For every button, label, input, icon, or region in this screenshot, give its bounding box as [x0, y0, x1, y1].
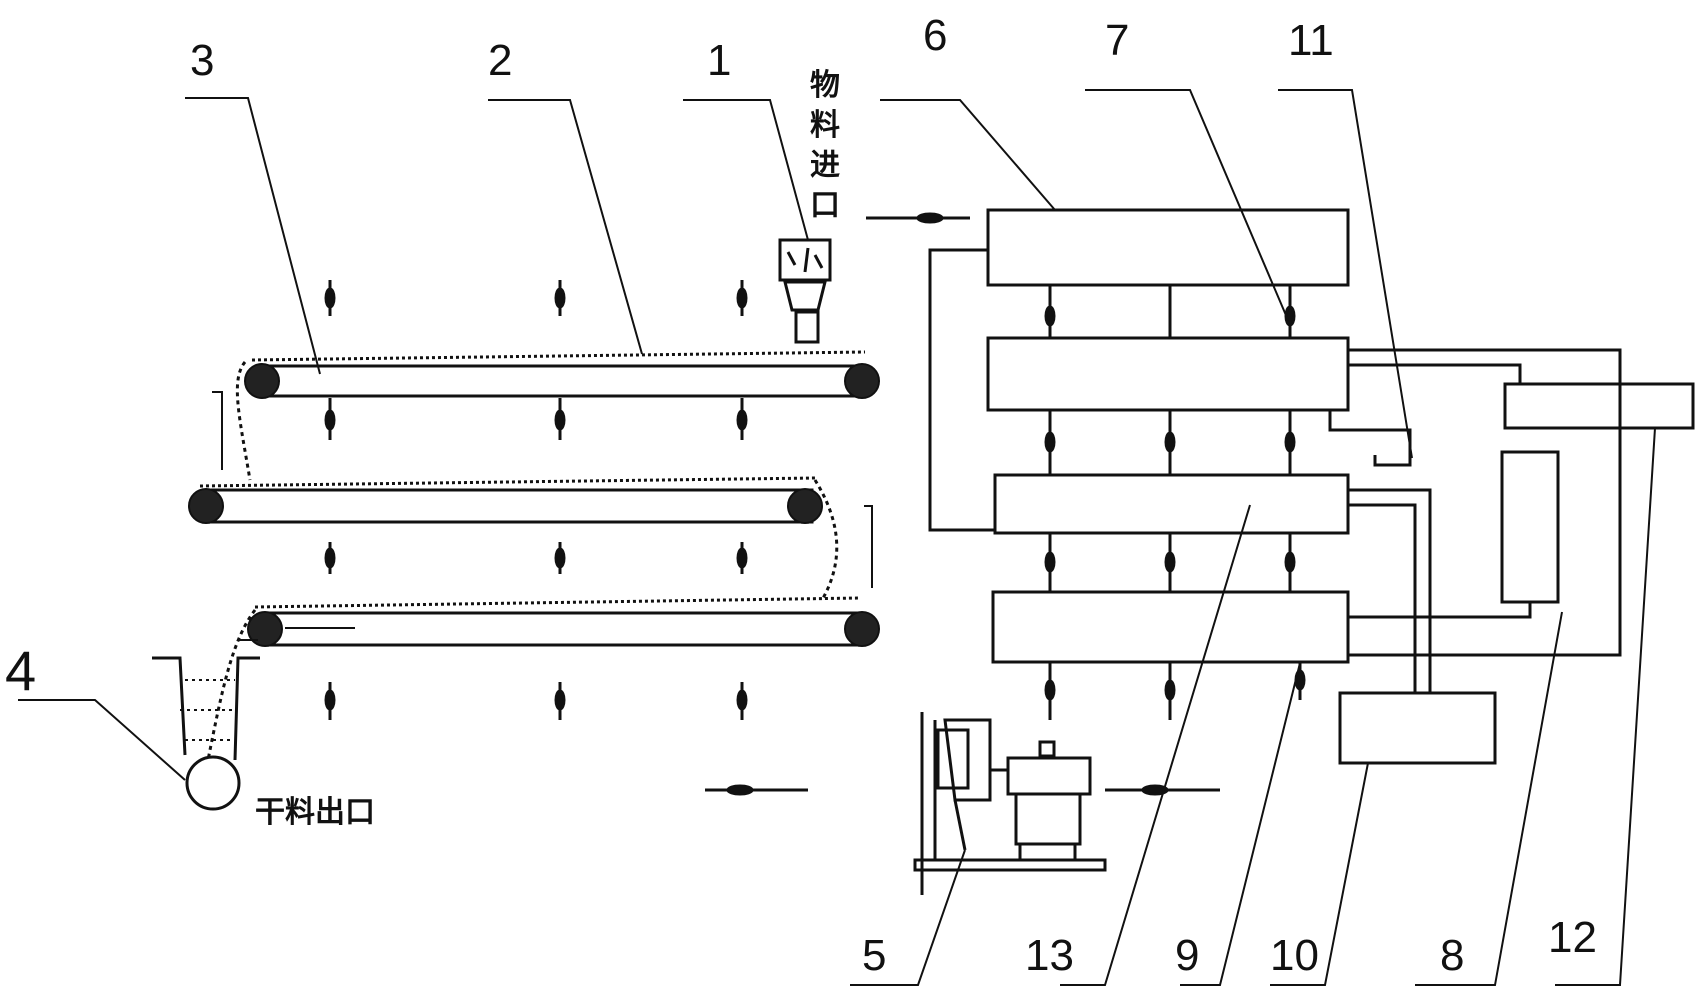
conveyor-belt-middle	[188, 488, 823, 524]
leader-7	[1085, 89, 1289, 321]
label-1: 1	[707, 36, 731, 85]
label-13: 13	[1025, 931, 1074, 980]
unit-9	[991, 590, 1350, 664]
airflow-arrow-col-1	[324, 280, 336, 720]
leader-9	[1180, 662, 1301, 986]
material-inlet-label: 物 料 进 口	[810, 68, 840, 223]
label-11: 11	[1288, 16, 1334, 65]
airflow-arrows-left	[324, 280, 748, 720]
unit-12	[1503, 382, 1695, 430]
label-4: 4	[5, 639, 36, 702]
label-9: 9	[1175, 931, 1199, 980]
label-3: 3	[190, 36, 214, 85]
dry-material-outlet-label: 干料出口	[255, 795, 375, 830]
leader-6	[880, 99, 1056, 211]
label-2: 2	[488, 36, 512, 85]
inlet-char-1: 物	[810, 68, 840, 103]
leader-3	[185, 97, 321, 375]
conveyor-belt-top	[244, 363, 880, 399]
label-8: 8	[1440, 931, 1464, 980]
belt-guard	[212, 391, 873, 641]
airflow-arrows-right	[1044, 285, 1306, 720]
airflow-arrow-col-3	[736, 280, 748, 720]
inlet-char-2: 料	[810, 108, 840, 143]
unit-6	[986, 208, 1350, 287]
label-10: 10	[1270, 931, 1319, 980]
conveyor-belt-bottom	[247, 611, 880, 647]
leader-4	[18, 699, 186, 781]
label-5: 5	[862, 931, 886, 980]
label-12: 12	[1548, 913, 1597, 962]
label-7: 7	[1105, 16, 1129, 65]
leader-13	[1060, 504, 1251, 986]
leader-12	[1555, 427, 1656, 986]
leader-2	[488, 99, 643, 355]
leader-1	[683, 99, 809, 241]
horizontal-flow-arrows	[705, 212, 1220, 796]
discharge-hopper	[152, 656, 260, 811]
unit-10	[1338, 691, 1497, 765]
airflow-arrow-col-2	[554, 280, 566, 720]
leader-11	[1278, 89, 1413, 459]
leader-8	[1415, 611, 1563, 986]
leader-5	[850, 849, 966, 986]
unit-8	[1500, 450, 1560, 604]
leader-lines	[18, 89, 1656, 986]
leader-10	[1270, 762, 1369, 986]
fan-motor-assembly	[913, 712, 1107, 895]
connecting-pipes	[928, 248, 1622, 693]
material-layer	[199, 350, 866, 761]
unit-7	[986, 336, 1350, 412]
inlet-char-3: 进	[810, 148, 840, 183]
feed-hopper	[778, 238, 832, 344]
unit-13	[993, 473, 1350, 535]
inlet-char-4: 口	[810, 188, 840, 223]
label-6: 6	[923, 11, 947, 60]
